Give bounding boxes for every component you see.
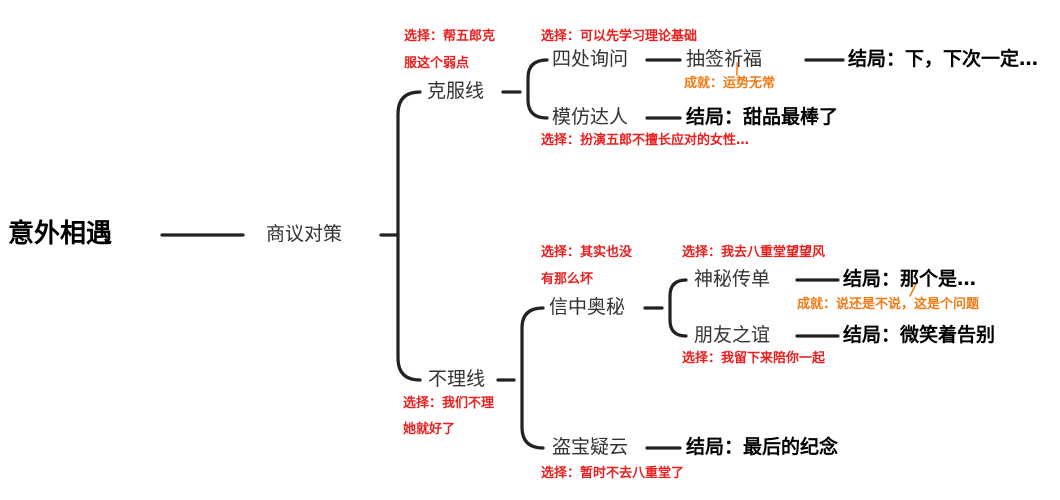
ending-zhdjn: 结局：最后的纪念 [686,436,839,458]
choice-buli-b: 她就好了 [403,422,456,437]
node-xzam: 信中奥秘 [549,296,626,318]
node-dbyy: 盗宝疑云 [552,436,629,458]
choice-kefu-b: 服这个弱点 [404,56,470,71]
choice-dbyy: 选择：暂时不去八重堂了 [541,466,685,481]
trunk-buli [520,306,545,450]
ending-tpzb: 结局：甜品最棒了 [686,106,839,128]
choice-xzam-b: 有那么坏 [541,272,594,287]
ending-xxyd: 结局：下，下次一定… [848,48,1039,70]
node-mfdr: 模仿达人 [552,106,629,128]
choice-kefu-a: 选择：帮五郎克 [404,29,496,44]
node-kefu: 克服线 [427,80,485,102]
node-smcd: 神秘传单 [694,268,771,290]
hub-node: 商议对策 [266,223,343,245]
achievement-pointer-2 [909,283,917,297]
root-node: 意外相遇 [8,219,113,249]
achievement-shbs: 成就：说还是不说，这是个问题 [797,297,980,312]
trunk-main [396,90,422,382]
trunk-xzam [668,278,688,338]
trunk-kefu [526,58,549,120]
choice-mfdr: 选择：扮演五郎不擅长应对的女性… [541,133,750,148]
choice-buli-a: 选择：我们不理 [403,396,495,411]
node-cqqf: 抽签祈福 [686,48,763,70]
node-buli: 不理线 [428,368,486,390]
node-sxwx: 四处询问 [552,48,629,70]
choice-xzam-a: 选择：其实也没 [541,245,633,260]
choice-sxwx: 选择：可以先学习理论基础 [541,29,698,44]
choice-pyzy: 选择：我留下来陪你一起 [682,351,826,366]
ending-ngs: 结局：那个是… [843,268,977,290]
node-pyzy: 朋友之谊 [694,324,771,346]
choice-smcd: 选择：我去八重堂望望风 [682,245,826,260]
ending-wxzgb: 结局：微笑着告别 [843,324,996,346]
achievement-ysww: 成就：运势无常 [684,76,776,91]
